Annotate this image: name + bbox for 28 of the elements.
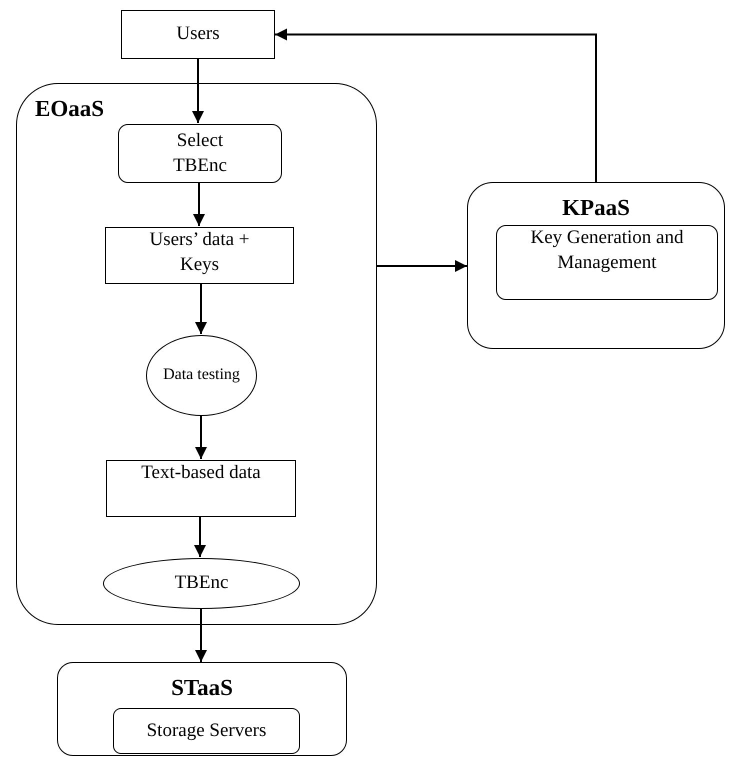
arrow — [193, 182, 205, 226]
container-title: STaaS — [170, 675, 234, 700]
process-box — [496, 225, 718, 300]
data-box — [106, 460, 296, 517]
container-title: KPaaS — [561, 195, 631, 220]
node-label: Users’ data + Keys — [148, 228, 251, 277]
node-label: Data testing — [163, 365, 240, 386]
node-label: Text-based data — [141, 461, 261, 485]
node-label: TBEnc — [174, 571, 228, 596]
process-box — [118, 124, 282, 183]
arrow — [195, 283, 207, 334]
node-label: Select TBEnc — [172, 128, 228, 178]
service-container — [16, 83, 377, 625]
process-box — [113, 708, 300, 754]
node-label: Users — [176, 22, 220, 46]
arrow — [195, 608, 207, 662]
arrow — [377, 260, 467, 272]
arrow — [195, 415, 207, 459]
arrow — [275, 28, 597, 182]
service-container — [467, 182, 725, 349]
arrow — [192, 59, 204, 123]
arrow — [194, 516, 206, 557]
node-label: Key Generation and Management — [530, 226, 684, 275]
container-title: EOaaS — [35, 96, 104, 122]
actor-box — [121, 10, 275, 59]
data-box — [105, 227, 294, 284]
node-label: Storage Servers — [146, 718, 266, 743]
service-container — [57, 662, 347, 756]
